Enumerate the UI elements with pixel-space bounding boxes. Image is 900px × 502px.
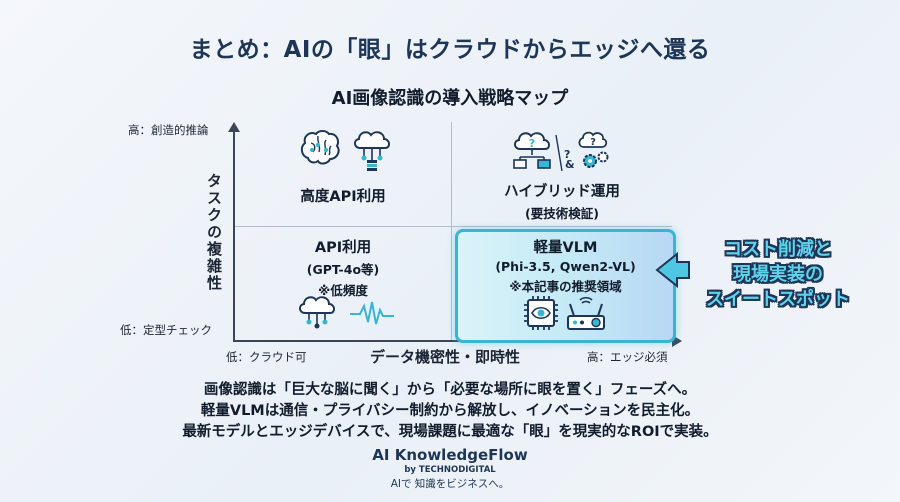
quadrant-top-left-title: 高度API利用 — [300, 189, 386, 205]
svg-text:?: ? — [564, 148, 570, 161]
callout-arrow — [655, 250, 691, 294]
x-axis-line — [233, 340, 673, 342]
recommended-zone-highlight — [455, 229, 676, 343]
x-axis-low-label: 低：クラウド可 — [226, 350, 307, 364]
quadrant-top-right-subtitle: (要技術検証) — [525, 206, 599, 221]
cloud-network-icon — [295, 291, 339, 335]
summary-line-2: 軽量VLMは通信・プライバシー制約から解放し、イノベーションを民主化。 — [200, 403, 700, 419]
map-subtitle: AI画像認識の導入戦略マップ — [331, 88, 569, 109]
question-gear-icon: ? & ? — [562, 127, 612, 177]
svg-text:?: ? — [529, 137, 535, 150]
quadrant-bottom-left-note: ※低頻度 — [318, 283, 368, 298]
summary-line-1: 画像認識は「巨大な脳に聞く」から「必要な場所に眼を置く」フェーズへ。 — [203, 382, 697, 398]
svg-text:&: & — [565, 158, 575, 171]
cloud-question-icon: ? — [510, 127, 563, 177]
brand-footer: AI KnowledgeFlow by TECHNODIGITAL AIで 知識… — [0, 446, 900, 491]
quadrant-bottom-left-title: API利用 — [314, 240, 372, 256]
sweet-spot-callout: コスト削減と 現場実装の スイートスポット — [683, 237, 873, 312]
summary-text: 画像認識は「巨大な脳に聞く」から「必要な場所に眼を置く」フェーズへ。 軽量VLM… — [0, 380, 900, 443]
page-title: まとめ：AIの「眼」はクラウドからエッジへ還る — [189, 37, 711, 63]
y-axis-line — [233, 130, 235, 342]
quadrant-bottom-right-title: 軽量VLM — [533, 240, 598, 256]
horizontal-divider — [235, 226, 672, 227]
vertical-divider — [451, 122, 452, 340]
brand-tagline: AIで 知識をビジネスへ。 — [390, 478, 510, 490]
y-axis-high-label: 高：創造的推論 — [128, 123, 209, 137]
cloud-network-icon — [350, 126, 394, 176]
quadrant-top-right-title: ハイブリッド運用 — [504, 184, 620, 200]
quadrant-bottom-left: API利用 (GPT-4o等) ※低頻度 — [235, 236, 451, 299]
quadrant-bottom-left-model: (GPT-4o等) — [306, 262, 380, 277]
y-axis-title: タスクの複雑性 — [205, 173, 223, 292]
y-axis-low-label: 低：定型チェック — [120, 323, 212, 337]
quadrant-top-right: ハイブリッド運用 (要技術検証) — [451, 180, 673, 222]
brand-byline: by TECHNODIGITAL — [404, 465, 496, 475]
x-axis-arrowhead — [672, 335, 682, 347]
quadrant-bottom-right-note: ※本記事の推奨領域 — [509, 279, 622, 294]
brain-icon — [298, 128, 342, 172]
callout-line-2: 現場実装の — [733, 264, 823, 285]
summary-line-3: 最新モデルとエッジデバイスで、現場課題に最適な「眼」を現実的なROIで実装。 — [182, 424, 718, 440]
pulse-wave-icon — [350, 300, 394, 330]
brand-name: AI KnowledgeFlow — [372, 446, 528, 464]
callout-line-3: スイートスポット — [706, 289, 850, 310]
edge-device-icon — [566, 296, 606, 336]
quadrant-top-left: 高度API利用 — [235, 185, 451, 206]
x-axis-title: データ機密性・即時性 — [370, 348, 521, 366]
x-axis-high-label: 高：エッジ必須 — [587, 350, 668, 364]
callout-line-1: コスト削減と — [724, 239, 832, 260]
quadrant-bottom-right: 軽量VLM (Phi-3.5, Qwen2-VL) ※本記事の推奨領域 — [455, 236, 676, 295]
y-axis-arrowhead — [228, 122, 240, 132]
quadrant-bottom-right-models: (Phi-3.5, Qwen2-VL) — [495, 259, 636, 274]
chip-eye-icon — [524, 296, 558, 334]
svg-text:?: ? — [590, 137, 596, 148]
